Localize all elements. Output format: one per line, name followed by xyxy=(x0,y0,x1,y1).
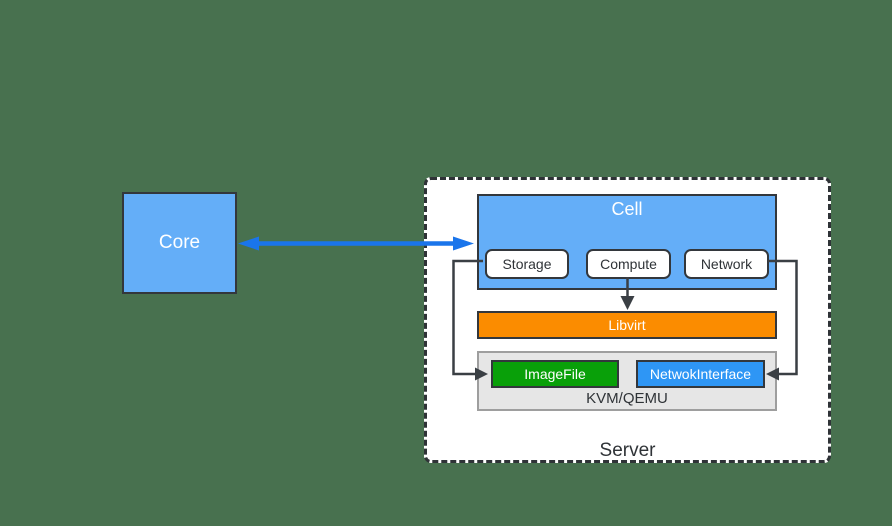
imagefile-node-label: ImageFile xyxy=(524,366,586,382)
libvirt-node-label: Libvirt xyxy=(608,317,646,333)
core-node: Core xyxy=(122,192,237,294)
libvirt-node: Libvirt xyxy=(477,311,777,339)
kvm-qemu-container: ImageFile NetwokInterface KVM/QEMU xyxy=(477,351,777,411)
server-container-label: Server xyxy=(599,440,656,461)
compute-node: Compute xyxy=(586,249,671,279)
core-node-label: Core xyxy=(158,232,201,253)
arrow-head-left-icon xyxy=(238,236,259,251)
compute-node-label: Compute xyxy=(600,256,657,272)
network-node: Network xyxy=(684,249,769,279)
cell-node-label: Cell xyxy=(611,199,643,219)
imagefile-node: ImageFile xyxy=(491,360,619,388)
cell-node: Cell Storage Compute Network xyxy=(477,194,777,290)
storage-node: Storage xyxy=(485,249,569,279)
network-node-label: Network xyxy=(700,256,753,272)
netwokinterface-node: NetwokInterface xyxy=(636,360,765,388)
kvm-qemu-label: KVM/QEMU xyxy=(586,390,668,407)
storage-node-label: Storage xyxy=(502,256,552,272)
netwokinterface-node-label: NetwokInterface xyxy=(649,366,752,382)
